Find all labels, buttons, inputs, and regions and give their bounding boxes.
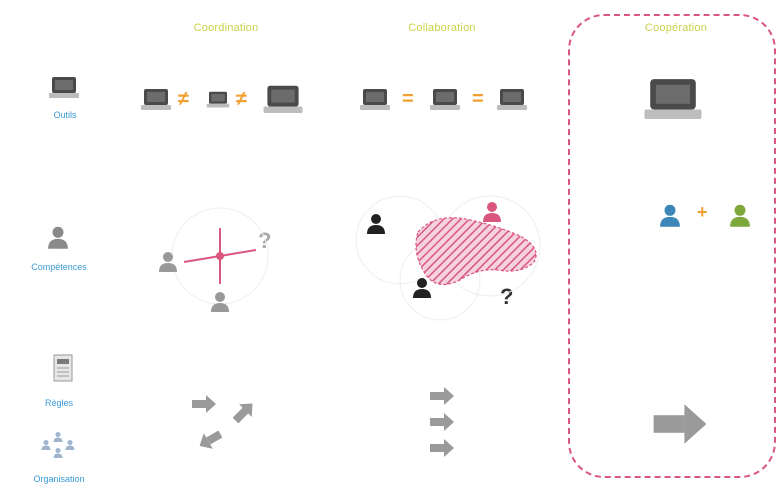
row-label-outils: Outils	[53, 110, 77, 120]
shared-zone	[415, 217, 537, 286]
question-mark-collaboration: ?	[500, 284, 514, 309]
person-icon	[367, 214, 385, 234]
arrow-icon	[430, 439, 454, 457]
laptop-icon	[360, 89, 390, 110]
arrow-icon	[653, 404, 707, 444]
person-icon	[159, 252, 177, 272]
cooperation-highlight-frame	[568, 14, 776, 478]
person-icon	[660, 204, 680, 227]
laptop-icon	[497, 89, 527, 110]
arrow-icon	[430, 413, 454, 431]
row-label-organisation: Organisation	[33, 474, 85, 484]
person-icon	[483, 202, 501, 222]
laptop-icon	[141, 89, 171, 110]
not-equal-sign-2: ≠	[236, 88, 247, 110]
equal-sign-1: =	[402, 88, 414, 110]
laptop-icon	[49, 77, 79, 98]
laptop-icon	[430, 89, 460, 110]
arrow-icon	[229, 397, 259, 427]
heading-coordination: Coordination	[193, 22, 259, 34]
row-label-competences: Compétences	[31, 262, 87, 272]
person-icon	[48, 226, 68, 249]
arrow-icon	[192, 395, 216, 413]
row-label-regles: Règles	[44, 398, 73, 408]
question-mark-coordination: ?	[258, 228, 272, 253]
laptop-icon	[644, 79, 702, 119]
not-equal-sign-1: ≠	[178, 88, 189, 110]
arrow-icon	[430, 387, 454, 405]
group-icon	[41, 432, 75, 458]
equal-sign-2: =	[472, 88, 484, 110]
person-icon	[730, 204, 750, 227]
arrow-icon	[195, 426, 225, 454]
laptop-icon	[263, 85, 303, 113]
plus-sign: +	[697, 202, 708, 222]
heading-collaboration: Collaboration	[408, 22, 476, 34]
document-icon	[53, 354, 73, 382]
laptop-icon	[206, 91, 230, 108]
heading-cooperation: Coopération	[644, 22, 708, 34]
person-icon	[211, 292, 229, 312]
